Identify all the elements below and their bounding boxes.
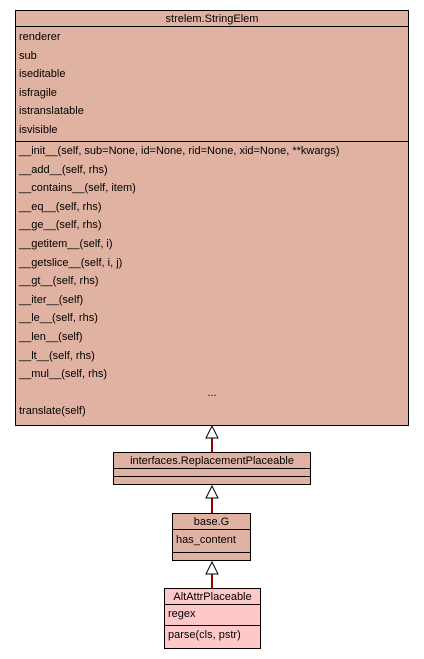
class-replacementplaceable-title: interfaces.ReplacementPlaceable: [114, 453, 310, 469]
class-base-g-methods: [173, 553, 250, 560]
class-base-g: base.G has_content: [172, 513, 251, 561]
method: __add__(self, rhs): [19, 163, 108, 176]
attribute: isvisible: [19, 123, 58, 136]
inheritance-arrow-replacement-to-stringelem: [205, 424, 219, 452]
attribute: regex: [168, 608, 196, 620]
method: __iter__(self): [19, 293, 84, 306]
method: __lt__(self, rhs): [19, 349, 95, 362]
attribute: istranslatable: [19, 105, 84, 118]
class-base-g-title: base.G: [173, 514, 250, 530]
class-base-g-attributes: has_content: [173, 530, 250, 553]
method: parse(cls, pstr): [168, 629, 241, 641]
inheritance-arrow-altattr-to-baseg: [205, 560, 219, 588]
method: __len__(self): [19, 330, 83, 343]
method: __le__(self, rhs): [19, 312, 98, 325]
method: __getitem__(self, i): [19, 237, 113, 250]
inheritance-arrow-baseg-to-replacement: [205, 484, 219, 513]
method: __init__(self, sub=None, id=None, rid=No…: [19, 145, 340, 157]
class-replacementplaceable-attributes: [114, 469, 310, 477]
class-stringelem-attributes: renderer sub iseditable isfragile istran…: [16, 27, 408, 142]
class-replacementplaceable-methods: [114, 477, 310, 484]
attribute: renderer: [19, 31, 61, 43]
method: __gt__(self, rhs): [19, 275, 99, 288]
class-altattrplaceable-attributes: regex: [165, 605, 260, 626]
attribute: has_content: [176, 534, 236, 546]
method: translate(self): [19, 405, 86, 418]
class-altattrplaceable-methods: parse(cls, pstr): [165, 626, 260, 645]
class-altattrplaceable-title: AltAttrPlaceable: [165, 589, 260, 605]
method: __getslice__(self, i, j): [19, 256, 123, 269]
class-replacementplaceable: interfaces.ReplacementPlaceable: [113, 452, 311, 485]
class-stringelem-title: strelem.StringElem: [16, 11, 408, 27]
class-altattrplaceable: AltAttrPlaceable regex parse(cls, pstr): [164, 588, 261, 649]
class-stringelem-methods: __init__(self, sub=None, id=None, rid=No…: [16, 142, 408, 421]
method: __ge__(self, rhs): [19, 219, 102, 232]
method: __eq__(self, rhs): [19, 200, 102, 213]
method: __contains__(self, item): [19, 182, 136, 195]
attribute: iseditable: [19, 68, 66, 81]
attribute: isfragile: [19, 86, 57, 99]
class-stringelem: strelem.StringElem renderer sub iseditab…: [15, 10, 409, 426]
method-ellipsis: ...: [207, 386, 217, 399]
method: __mul__(self, rhs): [19, 368, 108, 381]
attribute: sub: [19, 49, 37, 62]
